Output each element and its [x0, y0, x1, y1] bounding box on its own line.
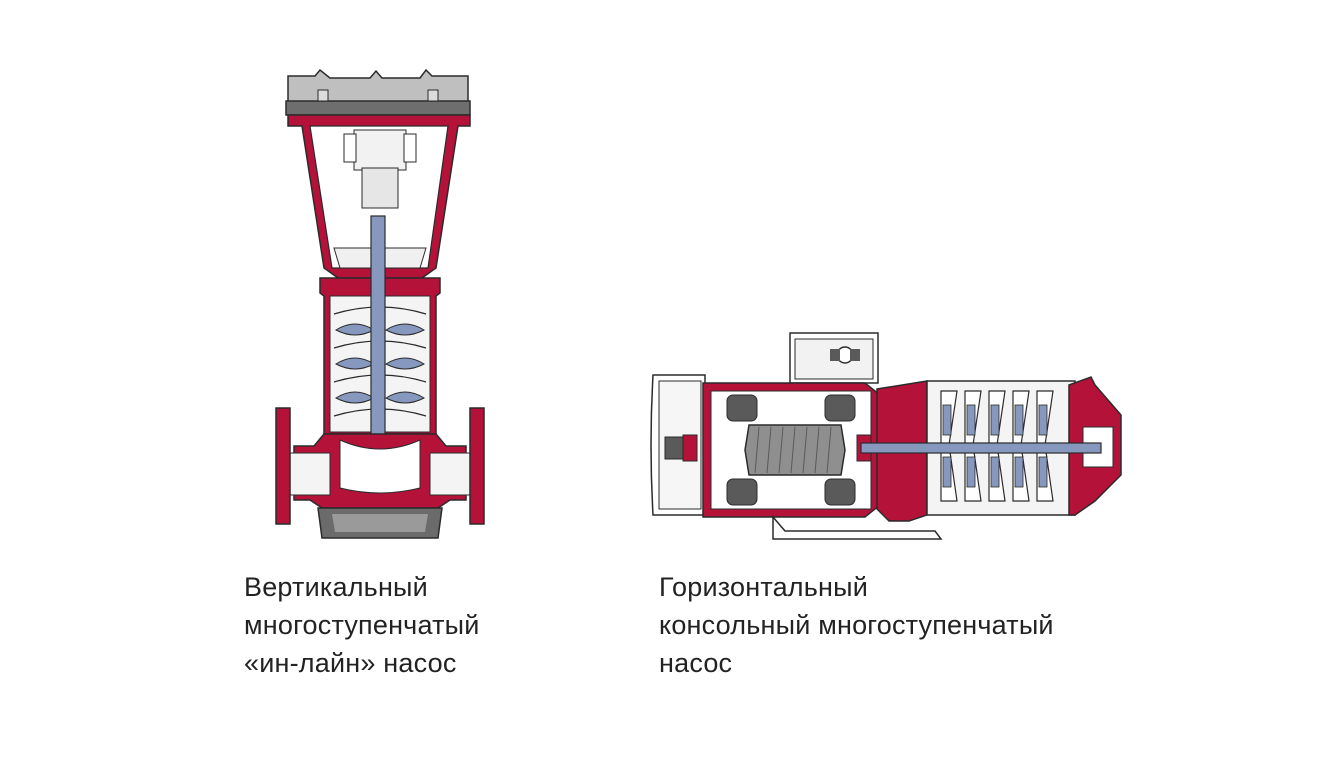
- motor-top-cap: [285, 68, 471, 116]
- outlet-flange: [469, 407, 485, 525]
- pump-shaft: [860, 442, 1102, 454]
- motor-stool: [287, 114, 471, 279]
- pump-shaft: [370, 215, 386, 469]
- motor-feet: [772, 514, 943, 540]
- vertical-caption-line-3: «ин-лайн» насос: [244, 648, 457, 678]
- horizontal-caption-line-3: насос: [659, 648, 733, 678]
- vertical-inline-pump-diagram: [275, 68, 485, 539]
- vertical-caption-line-2: многоступенчатый: [244, 610, 480, 640]
- vertical-caption-line-1: Вертикальный: [244, 572, 428, 602]
- vertical-pump-caption: Вертикальный многоступенчатый «ин-лайн» …: [244, 568, 480, 682]
- motor-housing: [682, 382, 881, 518]
- horizontal-multistage-pump-diagram: [650, 332, 1122, 540]
- inlet-flange: [275, 407, 291, 525]
- motor-fan-cover: [650, 374, 706, 516]
- horizontal-caption-line-1: Горизонтальный: [659, 572, 869, 602]
- pump-base: [275, 407, 485, 539]
- impeller-stages: [335, 323, 425, 404]
- terminal-box: [789, 332, 879, 384]
- horizontal-caption-line-2: консольный многоступенчатый: [659, 610, 1054, 640]
- horizontal-pump-caption: Горизонтальный консольный многоступенчат…: [659, 568, 1054, 682]
